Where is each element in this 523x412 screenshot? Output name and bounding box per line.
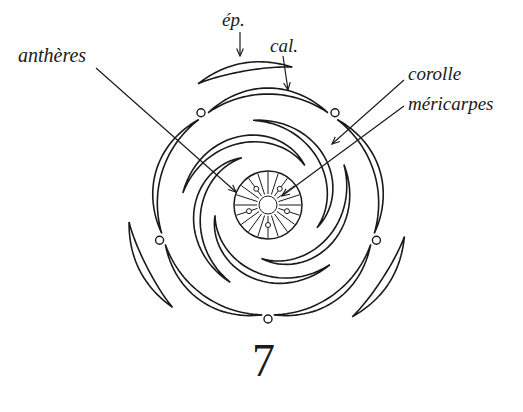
mericarp-wall	[237, 195, 258, 202]
anther	[246, 209, 251, 214]
mericarp-wall	[249, 178, 262, 196]
mericarp-wall	[278, 208, 299, 215]
calyx-knob	[264, 315, 272, 323]
calyx-sepal	[208, 88, 328, 113]
calyx-knob	[331, 109, 339, 117]
mericarp-wall	[235, 205, 257, 206]
mericarp-wall	[241, 186, 259, 199]
part-label: anthères	[18, 44, 86, 66]
mericarp-wall	[278, 195, 299, 202]
corolla-petal	[183, 135, 305, 193]
anther	[285, 209, 290, 214]
part-label: ép.	[222, 10, 245, 31]
ovary-outline	[234, 171, 302, 239]
calyx-sepal	[165, 244, 262, 315]
mericarp-wall	[237, 208, 258, 215]
mericarp-wall	[271, 215, 278, 236]
calyx-knob	[372, 236, 380, 244]
mericarp-wall	[279, 205, 301, 206]
mericarp-wall	[268, 172, 269, 194]
epicalyx-bract	[352, 236, 404, 316]
calyx-knob	[197, 109, 205, 117]
part-label: corolle	[408, 64, 461, 85]
epicalyx-bract	[129, 222, 172, 307]
part-label: méricarpes	[408, 94, 493, 115]
mericarp-wall	[277, 186, 295, 199]
calyx-sepal	[274, 244, 371, 315]
part-label: cal.	[270, 36, 298, 57]
mericarp-wall	[258, 215, 265, 236]
anther	[266, 223, 271, 228]
leader-line	[282, 106, 404, 196]
leader-lines	[96, 32, 404, 196]
mericarp-wall	[249, 214, 262, 232]
leader-line	[239, 32, 240, 56]
mericarp-wall	[271, 174, 278, 195]
mericarp-wall	[258, 174, 265, 195]
anther	[277, 186, 282, 191]
leader-line	[96, 68, 236, 192]
mericarp-wall	[274, 214, 287, 232]
leader-line	[283, 56, 288, 90]
corolla-petal	[261, 165, 349, 265]
flower-parts	[129, 62, 404, 323]
figure-number: 7	[252, 336, 275, 387]
epicalyx-bract	[198, 62, 292, 84]
leader-line	[332, 80, 404, 144]
calyx-sepal	[337, 120, 383, 234]
corolla-petal	[214, 215, 330, 283]
ovary-centre	[259, 196, 277, 214]
calyx-knob	[156, 236, 164, 244]
anther	[254, 186, 259, 191]
